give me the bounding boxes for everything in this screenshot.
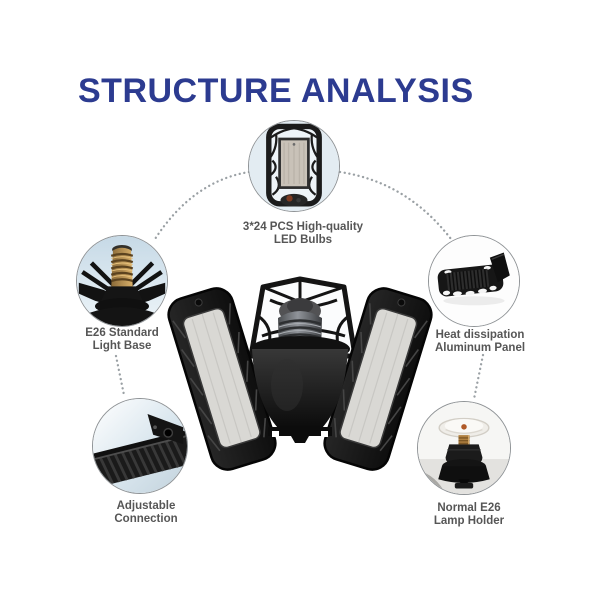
- callout-label-line: LED Bulbs: [273, 234, 333, 246]
- light-base-photo-circle: [76, 235, 168, 327]
- adjustable-connection-photo-circle: [92, 398, 188, 494]
- callout-label-led-bulbs: 3*24 PCS High-quality LED Bulbs: [223, 221, 383, 247]
- page-title: STRUCTURE ANALYSIS: [78, 72, 474, 110]
- callout-label-line: E26 Standard: [85, 327, 159, 339]
- center-body: [250, 336, 350, 443]
- connector-top-to-right: [338, 170, 453, 241]
- callout-label-line: Connection: [114, 513, 178, 525]
- callout-label-line: Heat dissipation: [435, 329, 525, 341]
- aluminum-panel-photo-circle: [428, 235, 520, 327]
- heat-dissipation-panel-photo: [429, 236, 519, 326]
- hinge-connection-photo: [93, 399, 187, 493]
- left-wing-panel: [167, 287, 277, 471]
- connector-right-to-bottomright: [472, 353, 485, 401]
- callout-label-line: Light Base: [92, 340, 152, 352]
- callout-label-aluminum-panel: Heat dissipation Aluminum Panel: [400, 329, 560, 355]
- callout-label-line: Normal E26: [437, 502, 501, 514]
- right-wing-panel: [323, 287, 433, 471]
- callout-label-line: 3*24 PCS High-quality: [242, 221, 364, 233]
- lamp-holder-photo-circle: [417, 401, 511, 495]
- e26-screw-base-photo: [77, 236, 167, 326]
- product-illustration: [167, 276, 433, 471]
- connector-top-to-left: [153, 170, 251, 241]
- led-bulbs-photo-circle: [248, 120, 340, 212]
- callout-label-lamp-holder: Normal E26 Lamp Holder: [389, 502, 549, 528]
- led-panel-photo: [249, 121, 339, 211]
- callout-label-adjustable-connection: Adjustable Connection: [66, 500, 226, 526]
- callout-label-line: Adjustable: [116, 500, 176, 512]
- connector-left-to-bottomleft: [114, 354, 126, 397]
- callout-label-light-base: E26 Standard Light Base: [42, 327, 202, 353]
- dotted-connectors: [114, 170, 485, 401]
- e26-lamp-holder-photo: [418, 402, 510, 494]
- callout-label-line: Aluminum Panel: [434, 342, 526, 354]
- callout-label-line: Lamp Holder: [433, 515, 505, 527]
